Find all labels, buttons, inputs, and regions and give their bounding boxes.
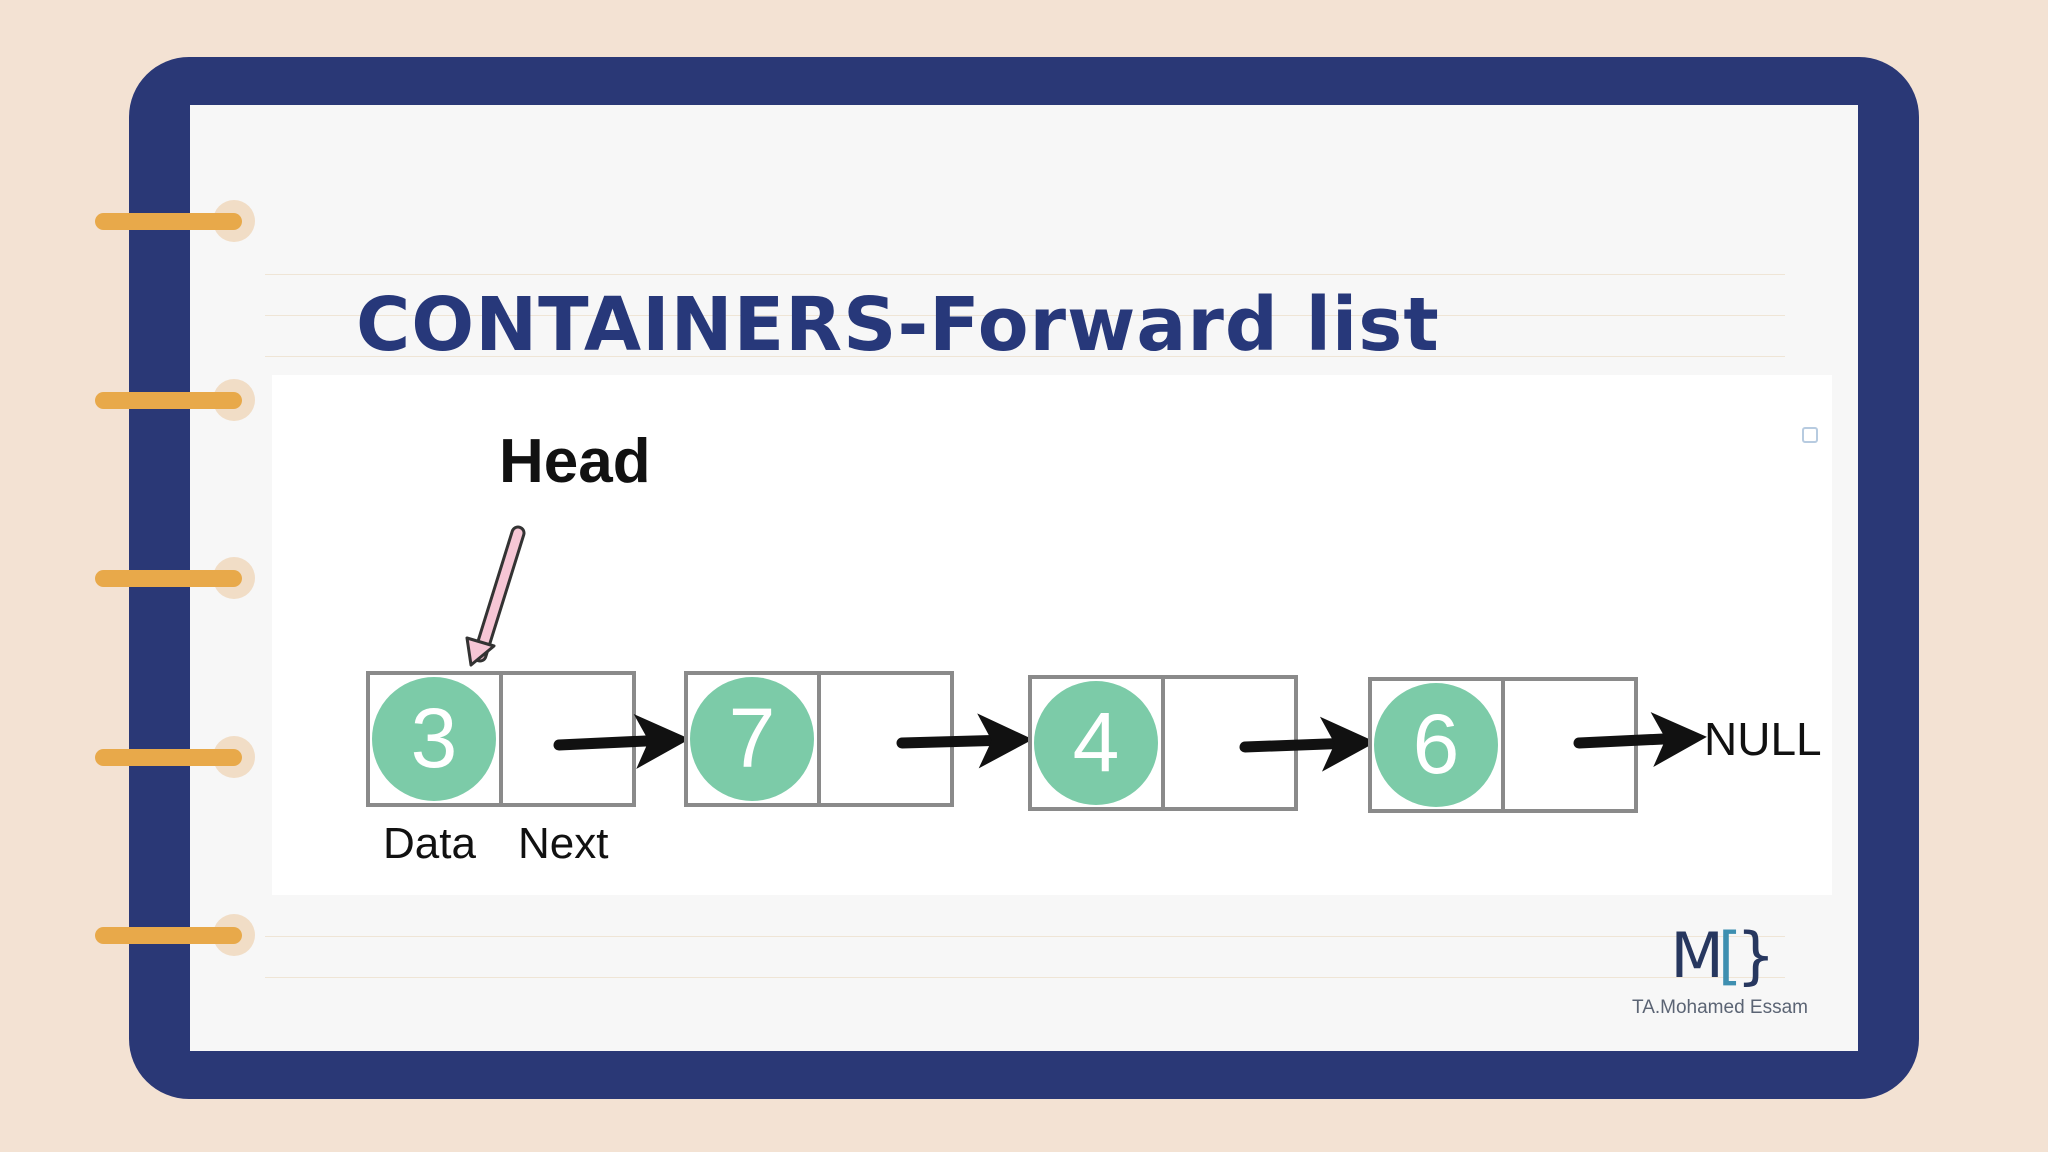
binder-ring xyxy=(95,749,242,766)
node-value: 3 xyxy=(411,691,458,785)
binder-ring xyxy=(95,392,242,409)
next-pointer-arrow xyxy=(553,714,690,769)
page-rule-line xyxy=(265,315,1785,316)
logo-mark: M[} xyxy=(1620,925,1820,987)
list-node: 7 xyxy=(684,671,954,807)
node-value-circle xyxy=(1034,681,1158,805)
page-rule-line xyxy=(265,977,1785,978)
author-logo: M[} TA.Mohamed Essam xyxy=(1620,925,1820,1019)
node-value-circle xyxy=(372,677,496,801)
null-label: NULL xyxy=(1704,713,1822,765)
expand-icon[interactable] xyxy=(1802,427,1818,443)
logo-mark-right: } xyxy=(1736,919,1776,992)
next-pointer-arrow xyxy=(1573,712,1707,767)
node-value: 6 xyxy=(1413,697,1460,791)
linked-list-svg: Head 3 7 4 xyxy=(366,427,1822,868)
page-rule-line xyxy=(265,356,1785,357)
head-label: Head xyxy=(499,427,651,496)
next-pointer-arrow xyxy=(1239,716,1376,772)
node-value: 4 xyxy=(1073,695,1120,789)
author-name: TA.Mohamed Essam xyxy=(1632,997,1808,1018)
binder-ring xyxy=(95,570,242,587)
page-rule-line xyxy=(265,274,1785,275)
node-value-circle xyxy=(1374,683,1498,807)
logo-mark-left: M xyxy=(1670,919,1723,992)
node-value-circle xyxy=(690,677,814,801)
logo-mark-bracket: [ xyxy=(1717,919,1742,992)
linked-list-diagram: Head 3 7 4 xyxy=(272,375,1832,895)
page-rule-line xyxy=(265,936,1785,937)
binder-ring xyxy=(95,927,242,944)
binder-ring xyxy=(95,213,242,230)
list-node: 3 xyxy=(366,671,636,807)
node-value: 7 xyxy=(729,691,776,785)
head-pointer-arrow xyxy=(465,525,526,667)
data-field-label: Data xyxy=(383,819,476,868)
next-pointer-arrow xyxy=(896,713,1033,769)
slide-title: CONTAINERS-Forward list xyxy=(356,282,1440,368)
next-field-label: Next xyxy=(518,819,608,868)
